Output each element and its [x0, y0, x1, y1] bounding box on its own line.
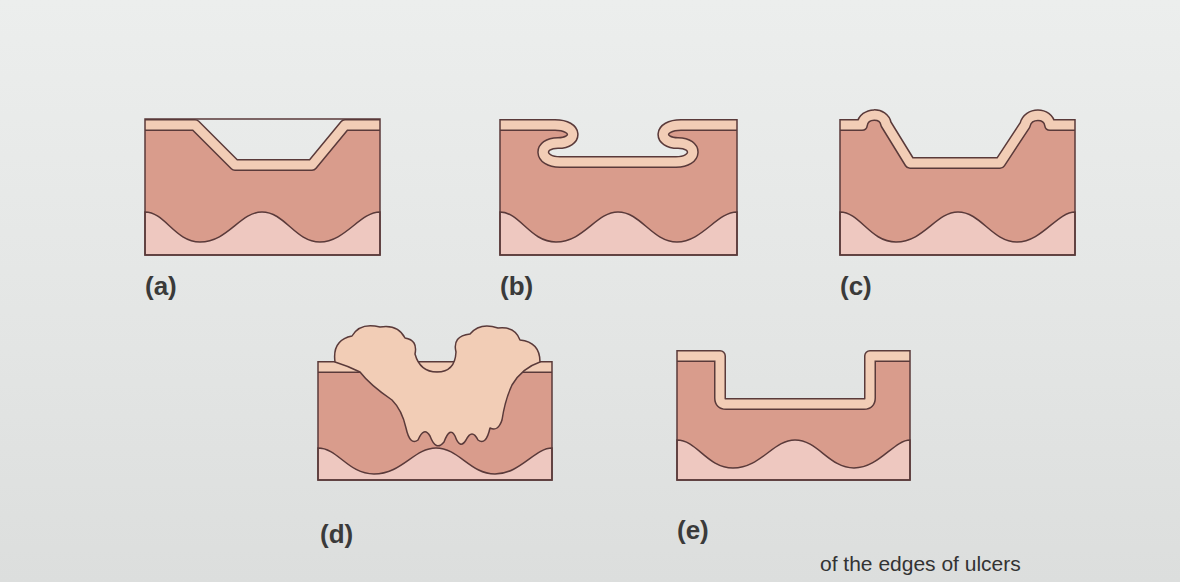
panel-frame	[145, 119, 380, 255]
epidermis-outline	[840, 115, 1075, 163]
tumour-mass	[335, 326, 540, 446]
epidermis	[677, 356, 910, 404]
panel-frame	[318, 361, 552, 480]
epidermis	[145, 125, 380, 165]
subcutis-wave	[677, 440, 910, 480]
panel-letter: (d)	[320, 520, 353, 549]
subcutis-wave	[500, 212, 737, 255]
figure-caption: of the edges of ulcers	[820, 552, 1021, 575]
dermis	[145, 125, 380, 255]
dermis	[500, 125, 737, 255]
panel-letter: (a)	[145, 272, 177, 301]
dermis	[840, 115, 1075, 255]
epidermis-outline	[677, 356, 910, 404]
panel-frame	[500, 119, 737, 255]
sloping-edge-figure	[145, 119, 380, 255]
subcutis-wave	[840, 212, 1075, 255]
epidermis	[500, 125, 737, 162]
subcutis-wave	[318, 448, 552, 480]
panel-frame	[840, 119, 1075, 255]
panel-letter: (e)	[677, 516, 709, 545]
epidermis	[840, 115, 1075, 163]
everted-edge-figure	[318, 326, 552, 480]
panel-frame	[677, 350, 910, 480]
epidermis-outline	[145, 125, 380, 165]
punched-out-edge-figure	[677, 350, 910, 480]
rolled-edge-figure	[840, 115, 1075, 255]
panel-letter: (b)	[500, 272, 533, 301]
dermis	[677, 356, 910, 480]
undermined-edge-figure	[500, 119, 737, 255]
panel-letter: (c)	[840, 272, 872, 301]
epidermis-outline	[500, 125, 737, 162]
subcutis-wave	[145, 212, 380, 255]
